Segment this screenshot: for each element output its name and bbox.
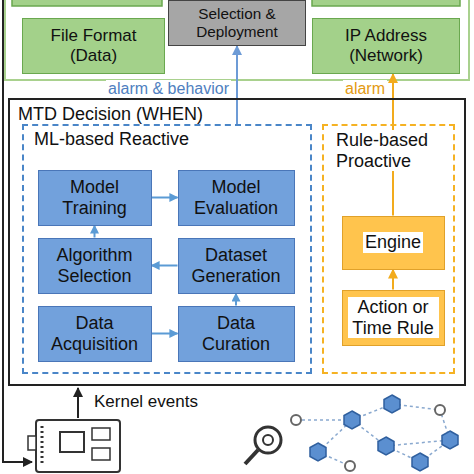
- box-label: Model Training: [44, 177, 146, 218]
- group-title: MTD Decision (WHEN): [18, 104, 456, 125]
- edge-label: alarm: [343, 80, 387, 98]
- annotation-label: Kernel events: [92, 393, 200, 412]
- dashed-group: Rule-based ProactiveEngineAction or Time…: [322, 124, 455, 374]
- process-box: Data Curation: [178, 306, 295, 362]
- box-label: Algorithm Selection: [44, 245, 146, 286]
- connector-arrow: [152, 197, 178, 199]
- connector-arrow: [152, 265, 178, 267]
- process-box: Selection & Deployment: [168, 0, 306, 46]
- box-label: Data Curation: [184, 313, 289, 354]
- device-board: [28, 420, 120, 472]
- process-box: Dataset Generation: [178, 238, 295, 294]
- process-box: Model Training: [38, 170, 152, 226]
- box-label: Dataset Generation: [184, 245, 289, 286]
- connector-arrow: [94, 226, 96, 238]
- process-box: Action or Time Rule: [342, 290, 445, 346]
- process-box: Model Evaluation: [178, 170, 295, 226]
- network-illustration: [245, 395, 458, 471]
- process-box: IP Address (Network): [312, 18, 460, 74]
- magnifier: [255, 427, 281, 453]
- cropped-box: [12, 0, 162, 6]
- connector-arrow: [236, 46, 238, 124]
- box-label: IP Address (Network): [318, 26, 454, 65]
- connector-arrow: [392, 270, 394, 290]
- process-box: Engine: [342, 216, 445, 270]
- connector-arrow: [235, 294, 237, 306]
- group-title: ML-based Reactive: [34, 129, 300, 150]
- process-box: Algorithm Selection: [38, 238, 152, 294]
- process-box: Data Acquisition: [38, 306, 152, 362]
- dashed-group: ML-based ReactiveModel Training Model Eva…: [22, 124, 312, 374]
- port: [92, 428, 110, 440]
- magnifier: [263, 435, 273, 445]
- connector-arrow: [152, 333, 178, 335]
- box-label: Data Acquisition: [44, 313, 146, 354]
- edge-label: alarm & behavior: [106, 80, 231, 98]
- box-label: Engine: [363, 232, 423, 253]
- box-label: File Format (Data): [28, 26, 159, 65]
- process-box: File Format (Data): [22, 18, 165, 74]
- box-label: Action or Time Rule: [348, 297, 439, 338]
- board-outline: [36, 420, 120, 472]
- kernel-events-arrow: [77, 388, 79, 418]
- group-title: Rule-based Proactive: [334, 130, 443, 171]
- pin-header: [41, 426, 44, 466]
- network-hosts: [291, 405, 445, 471]
- group-box: MTD Decision (WHEN)ML-based ReactiveMode…: [8, 98, 466, 386]
- cropped-box: [312, 0, 460, 6]
- box-label: Selection & Deployment: [174, 5, 300, 40]
- chip: [60, 432, 84, 452]
- network-nodes: [310, 395, 458, 471]
- port: [92, 448, 110, 460]
- connector: [28, 436, 36, 450]
- box-label: Model Evaluation: [184, 177, 289, 218]
- magnifier-handle: [245, 450, 258, 464]
